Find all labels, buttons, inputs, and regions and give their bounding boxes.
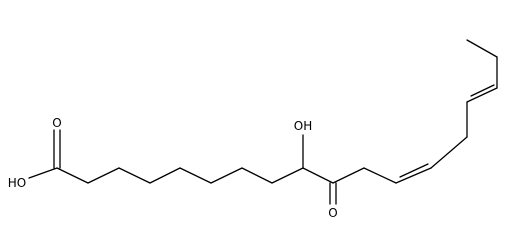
acid-carbonyl-oxygen-label: O (52, 116, 61, 130)
bond-c9-c10 (302, 167, 334, 184)
bond-c11-c12 (363, 167, 397, 184)
bond-c12-c13-inner (399, 163, 429, 178)
bond-c17-c18 (466, 39, 498, 58)
bond-c10-c11 (332, 167, 365, 184)
bond-c8-c9 (271, 167, 304, 184)
bond-c15-c16-inner (470, 84, 495, 97)
bond-c15-c16 (466, 87, 498, 103)
carbon-chain (28, 39, 498, 205)
bond-c5-c6 (179, 167, 212, 184)
bond-c1-hydroxyl (28, 167, 58, 179)
alcohol-hydroxyl-label: OH (294, 119, 312, 133)
acid-hydroxyl-label: HO (8, 176, 26, 190)
bond-c3-c4 (118, 167, 151, 184)
molecule-structure: O HO OH O (8, 39, 498, 220)
bond-c12-c13 (395, 167, 432, 184)
bond-c4-c5 (149, 167, 181, 184)
bond-c2-c3 (87, 167, 120, 184)
atom-labels: O HO OH O (8, 116, 338, 220)
bond-c7-c8 (241, 167, 273, 184)
ketone-oxygen-label: O (328, 206, 337, 220)
bond-c1-c2 (56, 167, 89, 184)
bond-c13-c14 (430, 136, 468, 169)
bond-c6-c7 (210, 167, 243, 184)
